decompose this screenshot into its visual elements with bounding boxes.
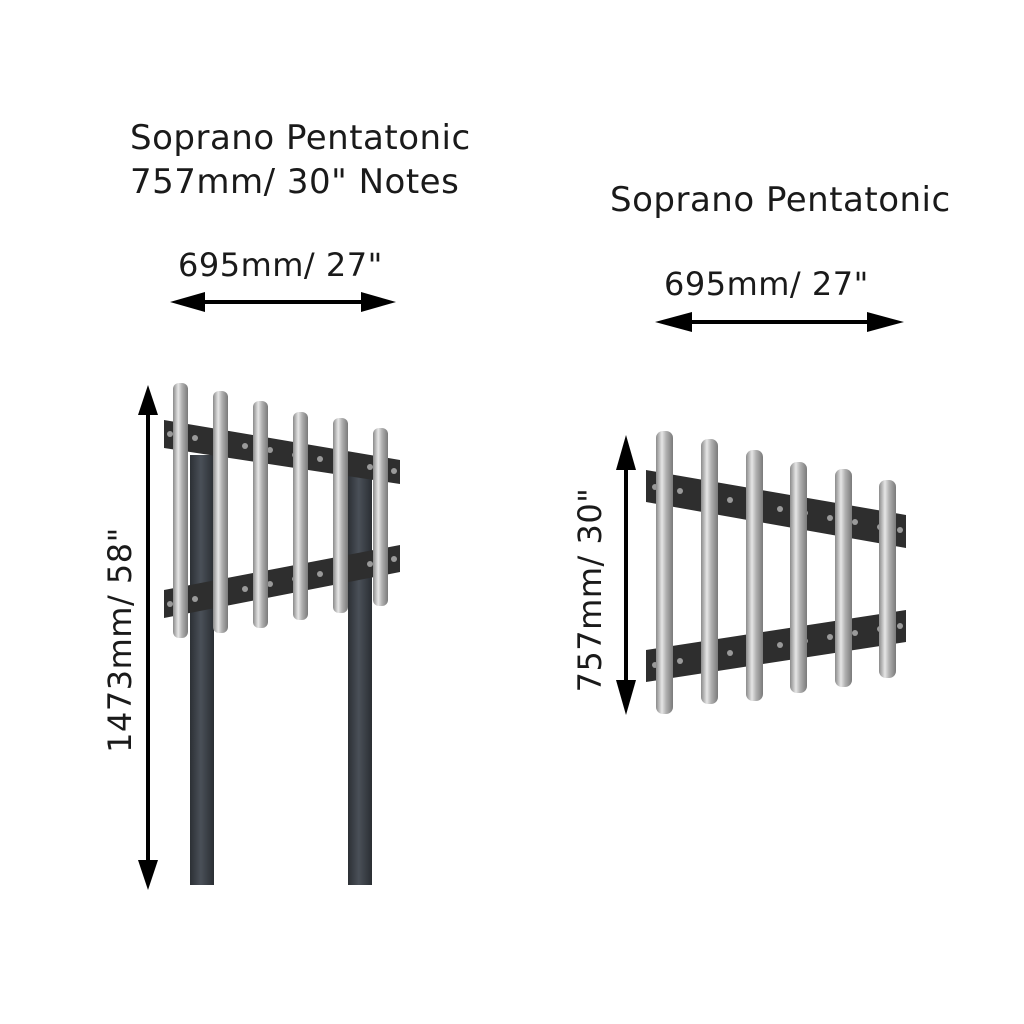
left-height-arrow xyxy=(138,385,158,890)
right-product-title: Soprano Pentatonic xyxy=(610,180,951,220)
right-width-label: 695mm/ 27" xyxy=(664,265,869,303)
left-title-line2: 757mm/ 30" Notes xyxy=(130,162,460,202)
right-height-arrow xyxy=(616,435,636,715)
right-width-arrow xyxy=(655,312,904,332)
left-tubes xyxy=(173,383,388,638)
right-tubes xyxy=(656,431,896,714)
left-posts xyxy=(190,455,372,885)
left-width-label: 695mm/ 27" xyxy=(178,246,383,284)
right-brackets xyxy=(646,470,906,682)
left-width-arrow xyxy=(170,292,396,312)
